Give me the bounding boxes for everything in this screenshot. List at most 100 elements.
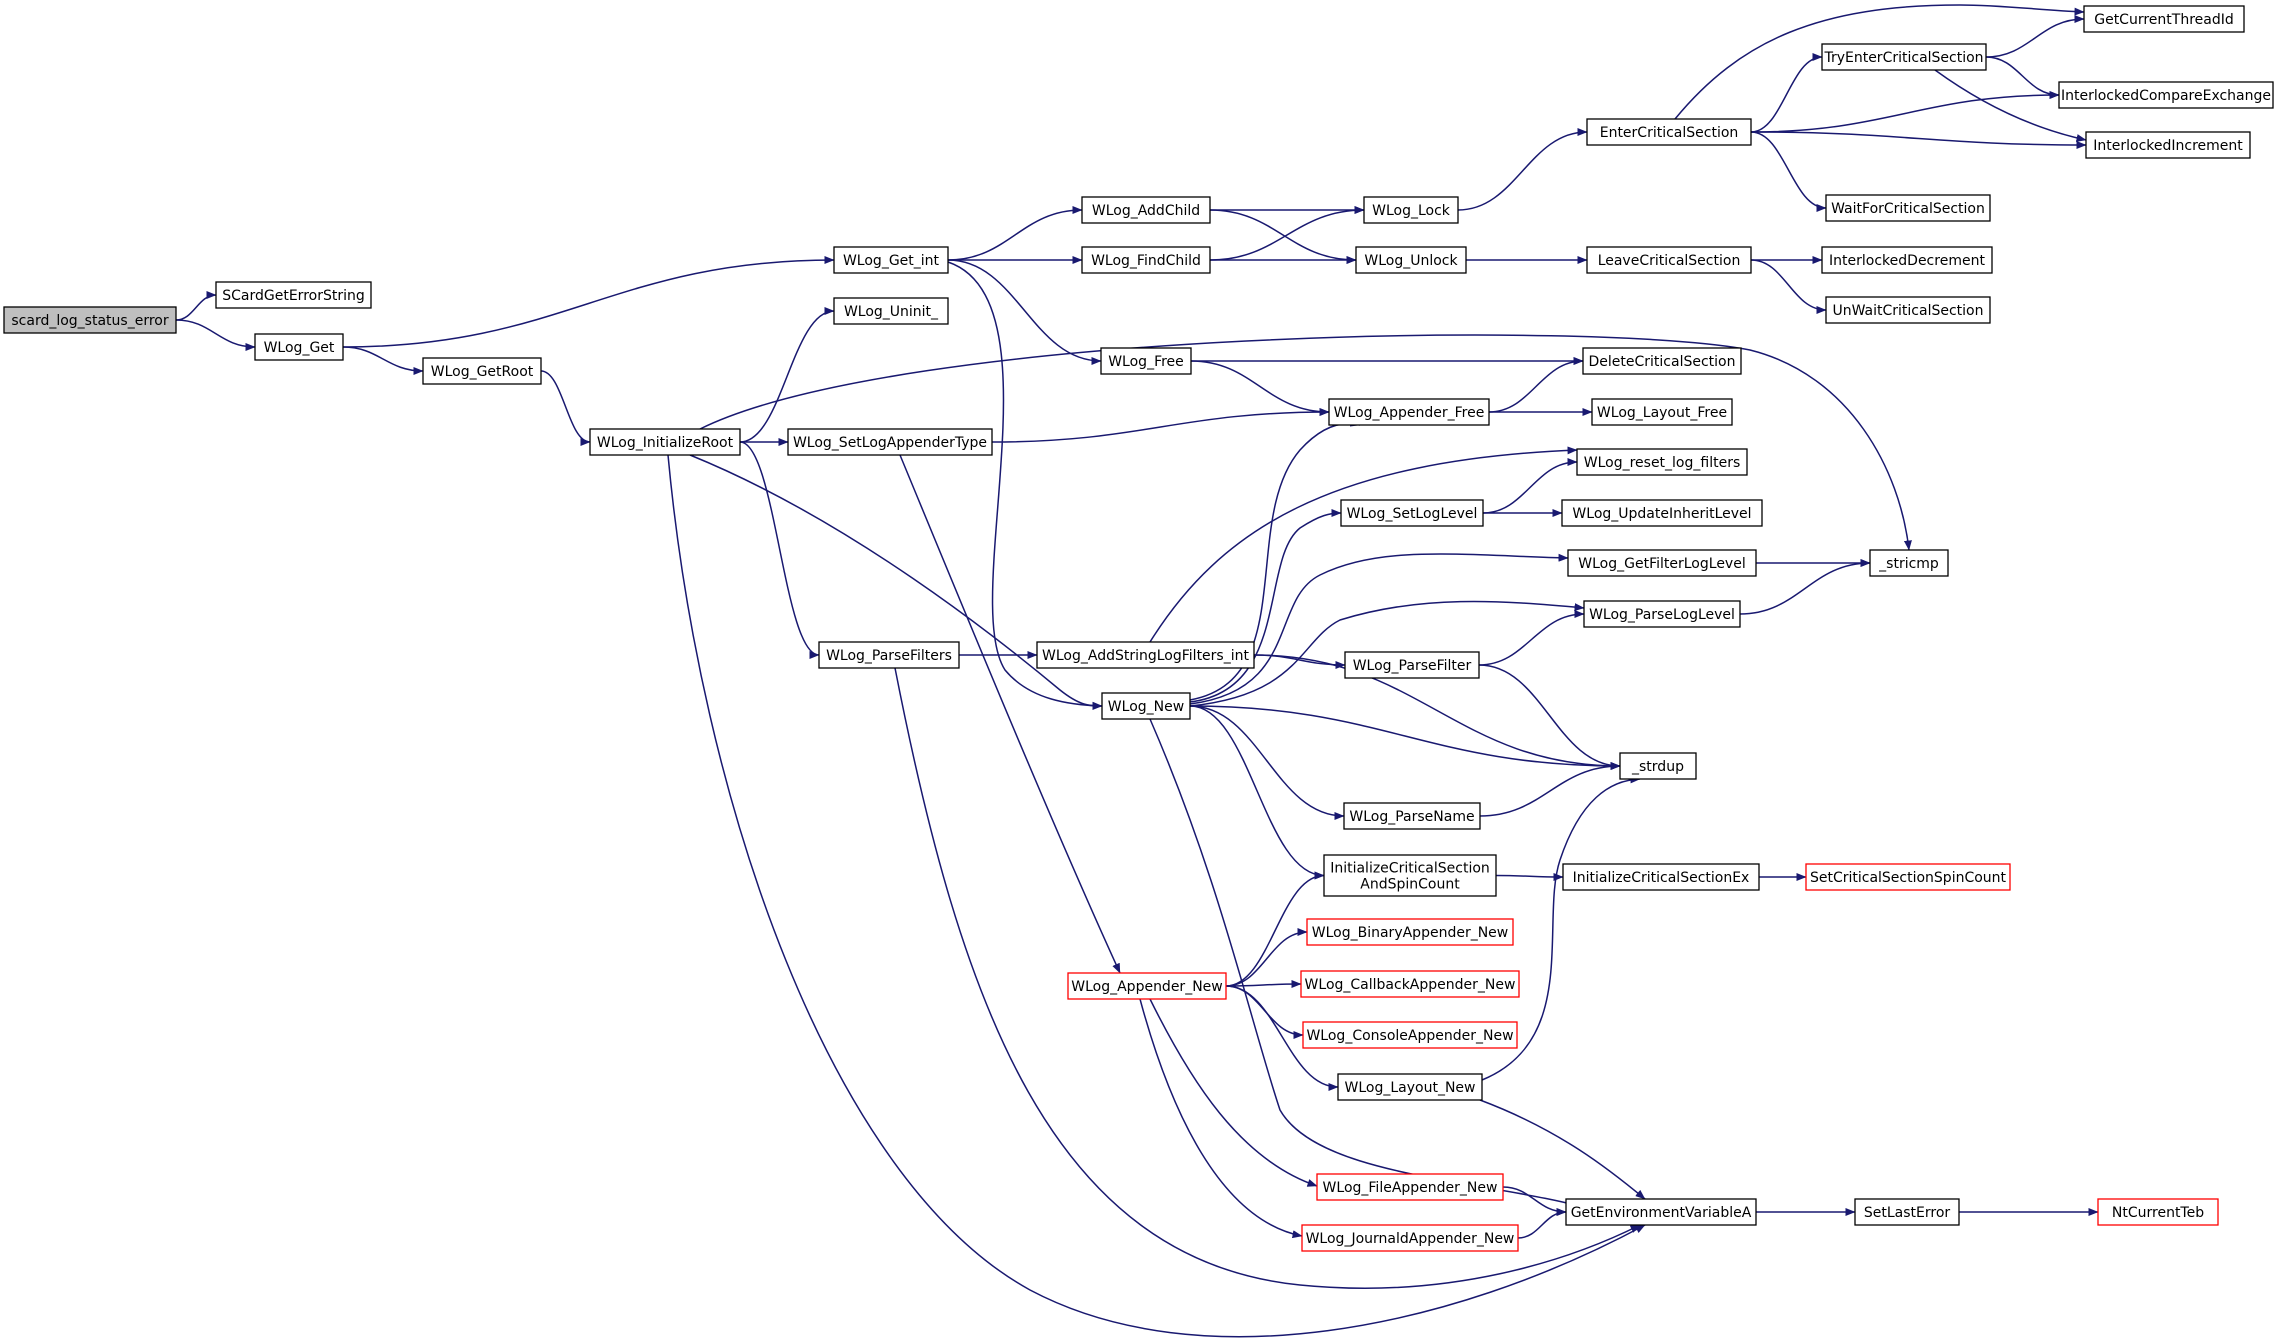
node-box [1316,1173,1504,1201]
node-label: _stricmp [1878,556,1939,572]
edge-wlog-lock-to-entercriticalsection [1457,128,1588,211]
node-box [1343,802,1481,830]
node-wlog-getroot[interactable]: WLog_GetRoot [422,357,542,385]
node-label: WLog_AddChild [1092,203,1200,219]
node-scard-log-status-error[interactable]: scard_log_status_error [3,306,177,334]
node-wlog-lock[interactable]: WLog_Lock [1363,196,1459,224]
node-wlog-getfilterloglevel[interactable]: WLog_GetFilterLogLevel [1567,549,1757,577]
node-wlog-layout-free[interactable]: WLog_Layout_Free [1591,398,1733,426]
node-wlog-updateinheritlevel[interactable]: WLog_UpdateInheritLevel [1561,499,1763,527]
node-wlog-unlock[interactable]: WLog_Unlock [1355,246,1467,274]
node-label: WLog_ParseName [1349,809,1474,825]
node-unwaitcriticalsection[interactable]: UnWaitCriticalSection [1825,296,1991,324]
edge-wlog-appender-free-to-deletecriticalsection [1488,357,1584,413]
edge-wlog-get-to-wlog-getroot [342,346,424,375]
node-wlog-reset-log-filters[interactable]: WLog_reset_log_filters [1576,448,1748,476]
edge-layer [175,4,2099,1338]
node-box [818,641,960,669]
node-wlog-parsefilter[interactable]: WLog_ParseFilter [1344,651,1480,679]
node-box [1337,1073,1483,1101]
node-entercriticalsection[interactable]: EnterCriticalSection [1586,118,1752,146]
node-box [833,246,949,274]
node-label: WLog_ParseFilters [826,648,952,664]
node-wlog-get[interactable]: WLog_Get [254,333,344,361]
node-wlog-journaldappender-new[interactable]: WLog_JournaldAppender_New [1301,1224,1519,1252]
node-label: WLog_GetFilterLogLevel [1578,556,1745,572]
node-wlog-parsefilters[interactable]: WLog_ParseFilters [818,641,960,669]
node-box [2083,5,2245,33]
node-interlockedcompareexchange[interactable]: InterlockedCompareExchange [2058,81,2274,109]
node-wlog-initializeroot[interactable]: WLog_InitializeRoot [589,428,741,456]
node-ntcurrentteb[interactable]: NtCurrentTeb [2097,1198,2219,1226]
edge-wlog-new-to-wlog-setloglevel [1189,509,1342,703]
node-wlog-binaryappender-new[interactable]: WLog_BinaryAppender_New [1306,918,1514,946]
node-box [3,306,177,334]
node-wlog-callbackappender-new[interactable]: WLog_CallbackAppender_New [1300,970,1520,998]
node-wlog-parsename[interactable]: WLog_ParseName [1343,802,1481,830]
node-setlasterror[interactable]: SetLastError [1854,1198,1960,1226]
node-strdup[interactable]: _strdup [1619,752,1697,780]
node-wlog-addstringlogfilters-int[interactable]: WLog_AddStringLogFilters_int [1036,641,1255,669]
node-box [1300,970,1520,998]
node-wlog-new[interactable]: WLog_New [1101,692,1191,720]
node-waitforcriticalsection[interactable]: WaitForCriticalSection [1825,194,1991,222]
node-getenvironmentvariablea[interactable]: GetEnvironmentVariableA [1565,1198,1757,1226]
node-scardgeterrorstring[interactable]: SCardGetErrorString [215,281,372,309]
edge-wlog-addstringlogfilters-int-to-wlog-reset-log-filters [1149,446,1578,643]
node-label: WLog_Get_int [843,253,940,269]
node-box [1328,398,1490,426]
node-label: WLog_BinaryAppender_New [1312,925,1508,941]
node-label: WLog_AddStringLogFilters_int [1042,648,1249,664]
node-wlog-addchild[interactable]: WLog_AddChild [1081,196,1211,224]
node-label: WLog_SetLogLevel [1347,506,1478,522]
node-label: WLog_Layout_Free [1597,405,1727,421]
node-box [1100,347,1192,375]
node-tryentercriticalsection[interactable]: TryEnterCriticalSection [1821,43,1987,71]
node-wlog-findchild[interactable]: WLog_FindChild [1081,246,1211,274]
edge-wlog-initializeroot-to-getenvironmentvariablea [667,454,1646,1338]
node-label: WLog_ParseFilter [1353,658,1472,674]
edge-wlog-appender-new-to-wlog-journaldappender-new [1139,998,1303,1239]
node-wlog-consoleappender-new[interactable]: WLog_ConsoleAppender_New [1302,1021,1518,1049]
node-box [215,281,372,309]
node-box [1363,196,1459,224]
node-wlog-free[interactable]: WLog_Free [1100,347,1192,375]
edge-tryentercriticalsection-to-interlockedcompareexchange [1985,56,2060,99]
node-deletecriticalsection[interactable]: DeleteCriticalSection [1582,347,1742,375]
node-label: InterlockedDecrement [1829,253,1985,269]
edge-wlog-fileappender-new-to-getenvironmentvariablea [1502,1186,1567,1216]
node-label: NtCurrentTeb [2112,1205,2204,1221]
node-stricmp[interactable]: _stricmp [1869,549,1949,577]
edge-entercriticalsection-to-getcurrentthreadid [1674,4,2085,120]
edge-wlog-addchild-to-wlog-unlock [1209,209,1357,264]
node-leavecriticalsection[interactable]: LeaveCriticalSection [1586,246,1752,274]
node-initializecriticalsectionex[interactable]: InitializeCriticalSectionEx [1562,863,1760,891]
node-box [1567,549,1757,577]
node-box [1583,600,1741,628]
node-box [1586,246,1752,274]
node-getcurrentthreadid[interactable]: GetCurrentThreadId [2083,5,2245,33]
node-wlog-fileappender-new[interactable]: WLog_FileAppender_New [1316,1173,1504,1201]
node-wlog-appender-new[interactable]: WLog_Appender_New [1067,972,1227,1000]
node-box [1825,296,1991,324]
node-label: WLog_Uninit_ [844,304,939,320]
node-interlockedincrement[interactable]: InterlockedIncrement [2085,131,2251,159]
node-label: WLog_Free [1108,354,1184,370]
node-label: AndSpinCount [1360,877,1460,893]
node-wlog-uninit[interactable]: WLog_Uninit_ [833,297,949,325]
node-box [422,357,542,385]
node-wlog-layout-new[interactable]: WLog_Layout_New [1337,1073,1483,1101]
node-wlog-setloglevel[interactable]: WLog_SetLogLevel [1340,499,1484,527]
node-label: InterlockedCompareExchange [2061,88,2271,104]
node-wlog-appender-free[interactable]: WLog_Appender_Free [1328,398,1490,426]
node-wlog-parseloglevel[interactable]: WLog_ParseLogLevel [1583,600,1741,628]
node-box [1081,196,1211,224]
node-label: WLog_GetRoot [431,364,534,380]
edge-wlog-free-to-wlog-appender-free [1190,360,1330,416]
node-interlockeddecrement[interactable]: InterlockedDecrement [1821,246,1993,274]
node-setcriticalsectionspincount[interactable]: SetCriticalSectionSpinCount [1805,863,2011,891]
node-wlog-get-int[interactable]: WLog_Get_int [833,246,949,274]
node-wlog-setlogappendertype[interactable]: WLog_SetLogAppenderType [787,428,993,456]
node-label: WLog_ConsoleAppender_New [1306,1028,1513,1044]
